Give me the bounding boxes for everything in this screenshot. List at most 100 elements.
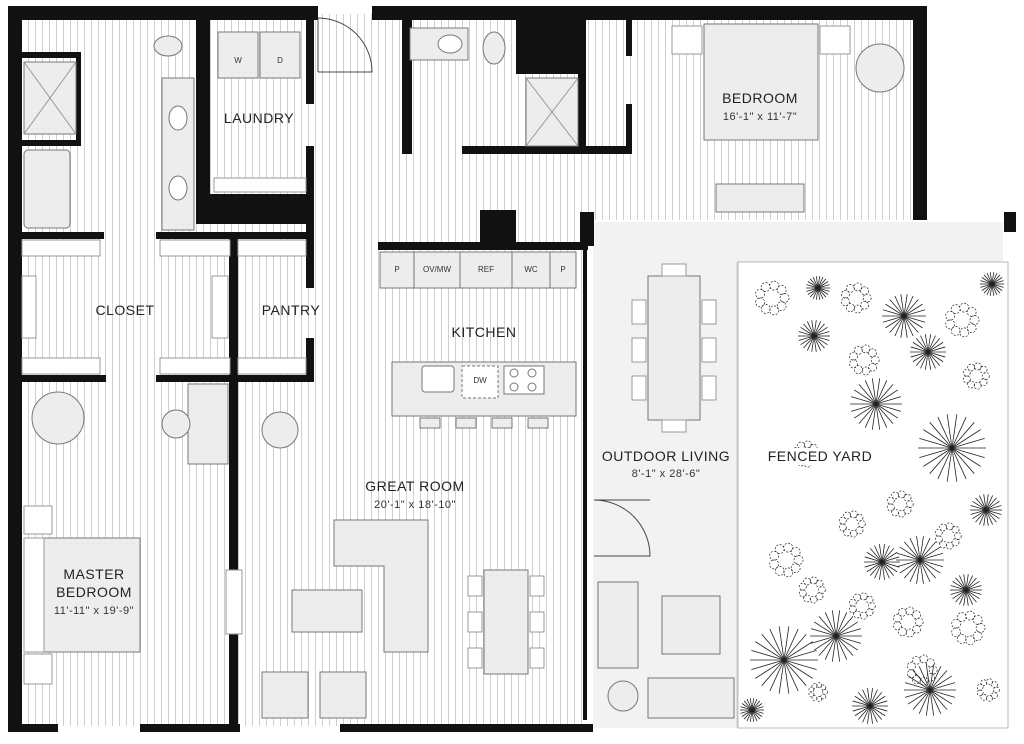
tree-stroke (900, 315, 905, 338)
tree-stroke (813, 331, 830, 337)
master-bedroom-label-line1: MASTER (63, 566, 125, 582)
tree-stroke (965, 589, 980, 599)
shrub-leaf (945, 310, 956, 321)
tree-stroke (903, 299, 919, 317)
shrub-leaf (793, 555, 804, 565)
tree-stroke (746, 698, 753, 711)
shrub-leaf (962, 375, 971, 384)
tree-stroke (958, 575, 967, 591)
tree-stroke (875, 389, 899, 405)
tree-stroke (894, 295, 905, 317)
tree-stroke (951, 438, 985, 449)
shrub-leaf (891, 508, 899, 517)
dishwasher (461, 365, 499, 399)
tree-stroke (743, 709, 753, 720)
tree-stroke (916, 559, 921, 584)
tree-stroke (817, 287, 827, 298)
tree-stroke (991, 277, 1003, 285)
tree-stroke (755, 659, 785, 679)
tree-stroke (867, 688, 871, 707)
shrub-leaf (760, 304, 771, 314)
shrub-leaf (811, 695, 818, 701)
tree-stroke (879, 544, 883, 563)
tree-stroke (835, 616, 854, 637)
tree-stroke (875, 403, 894, 424)
toilet (482, 31, 506, 65)
tree-stroke (815, 287, 819, 300)
outdoor-sofa (647, 677, 735, 719)
tree-stroke (817, 287, 830, 292)
tree-stroke (896, 552, 921, 561)
shrub-leaf (912, 624, 921, 634)
armchair (319, 671, 367, 719)
shrub-leaf (939, 540, 947, 549)
tree-stroke (927, 351, 936, 369)
tree-stroke (869, 705, 873, 724)
tree-stroke (824, 635, 837, 660)
tree-stroke (918, 689, 931, 714)
tree-stroke (869, 705, 886, 717)
tree-stroke (813, 327, 828, 337)
shrub-leaf (907, 669, 916, 679)
tree-stroke (929, 689, 935, 716)
shrub-leaf (905, 606, 915, 616)
shrub-leaf (893, 613, 902, 623)
dining-table (483, 569, 529, 675)
outdoor-dining-table (647, 275, 701, 421)
tree-stroke (864, 380, 877, 405)
tree-stroke (991, 272, 995, 285)
shrub-leaf (919, 654, 929, 664)
shrub-leaf (934, 535, 943, 544)
tree-stroke (929, 689, 948, 710)
shrub-leaf (959, 302, 970, 313)
tree-stroke (866, 551, 883, 563)
tree-stroke (778, 626, 785, 661)
laundry-appliances (213, 31, 307, 193)
tree-stroke (818, 635, 837, 656)
tree-stroke (803, 323, 815, 337)
tree-stroke (813, 323, 825, 337)
shrub-leaf (959, 327, 970, 338)
tree-stroke (769, 628, 785, 661)
shrub-leaf (769, 280, 780, 291)
tree-stroke (929, 682, 956, 691)
tree-stroke (903, 315, 919, 333)
shrub-leaf (783, 567, 794, 578)
tree-stroke (989, 283, 993, 296)
tree-stroke (875, 403, 881, 430)
tree-stroke (875, 380, 888, 405)
tree-stroke (869, 561, 883, 576)
tree-stroke (991, 280, 1004, 285)
tree-stroke (751, 659, 785, 670)
tree-stroke (919, 447, 953, 458)
tree-stroke (852, 700, 871, 707)
tree-stroke (869, 548, 883, 563)
closet-label: CLOSET (95, 302, 155, 318)
tree-stroke (813, 320, 817, 337)
tree-stroke (989, 272, 993, 285)
shrub-leaf (976, 683, 984, 691)
tree-stroke (741, 703, 753, 711)
tree-stroke (985, 509, 989, 526)
tree-stroke (991, 272, 998, 285)
tree-stroke (853, 389, 877, 405)
dryer-tag: D (277, 56, 283, 65)
tree-stroke (813, 335, 830, 341)
tree-stroke (983, 274, 993, 285)
tree-stroke (806, 284, 819, 289)
tree-stroke (965, 585, 982, 591)
shrub-leaf (841, 289, 850, 299)
tree-stroke (991, 283, 998, 296)
tree-stroke (965, 589, 969, 606)
shrub-leaf (870, 355, 880, 365)
tree-stroke (951, 429, 981, 449)
tree-stroke (761, 659, 785, 686)
shrub-leaf (966, 323, 977, 333)
tree-stroke (929, 675, 953, 691)
tree-stroke (806, 321, 815, 337)
tree-stroke (875, 396, 902, 405)
tree-stroke (903, 315, 908, 338)
doors (317, 17, 651, 557)
tree-stroke (970, 505, 987, 511)
tree-stroke (899, 559, 921, 574)
